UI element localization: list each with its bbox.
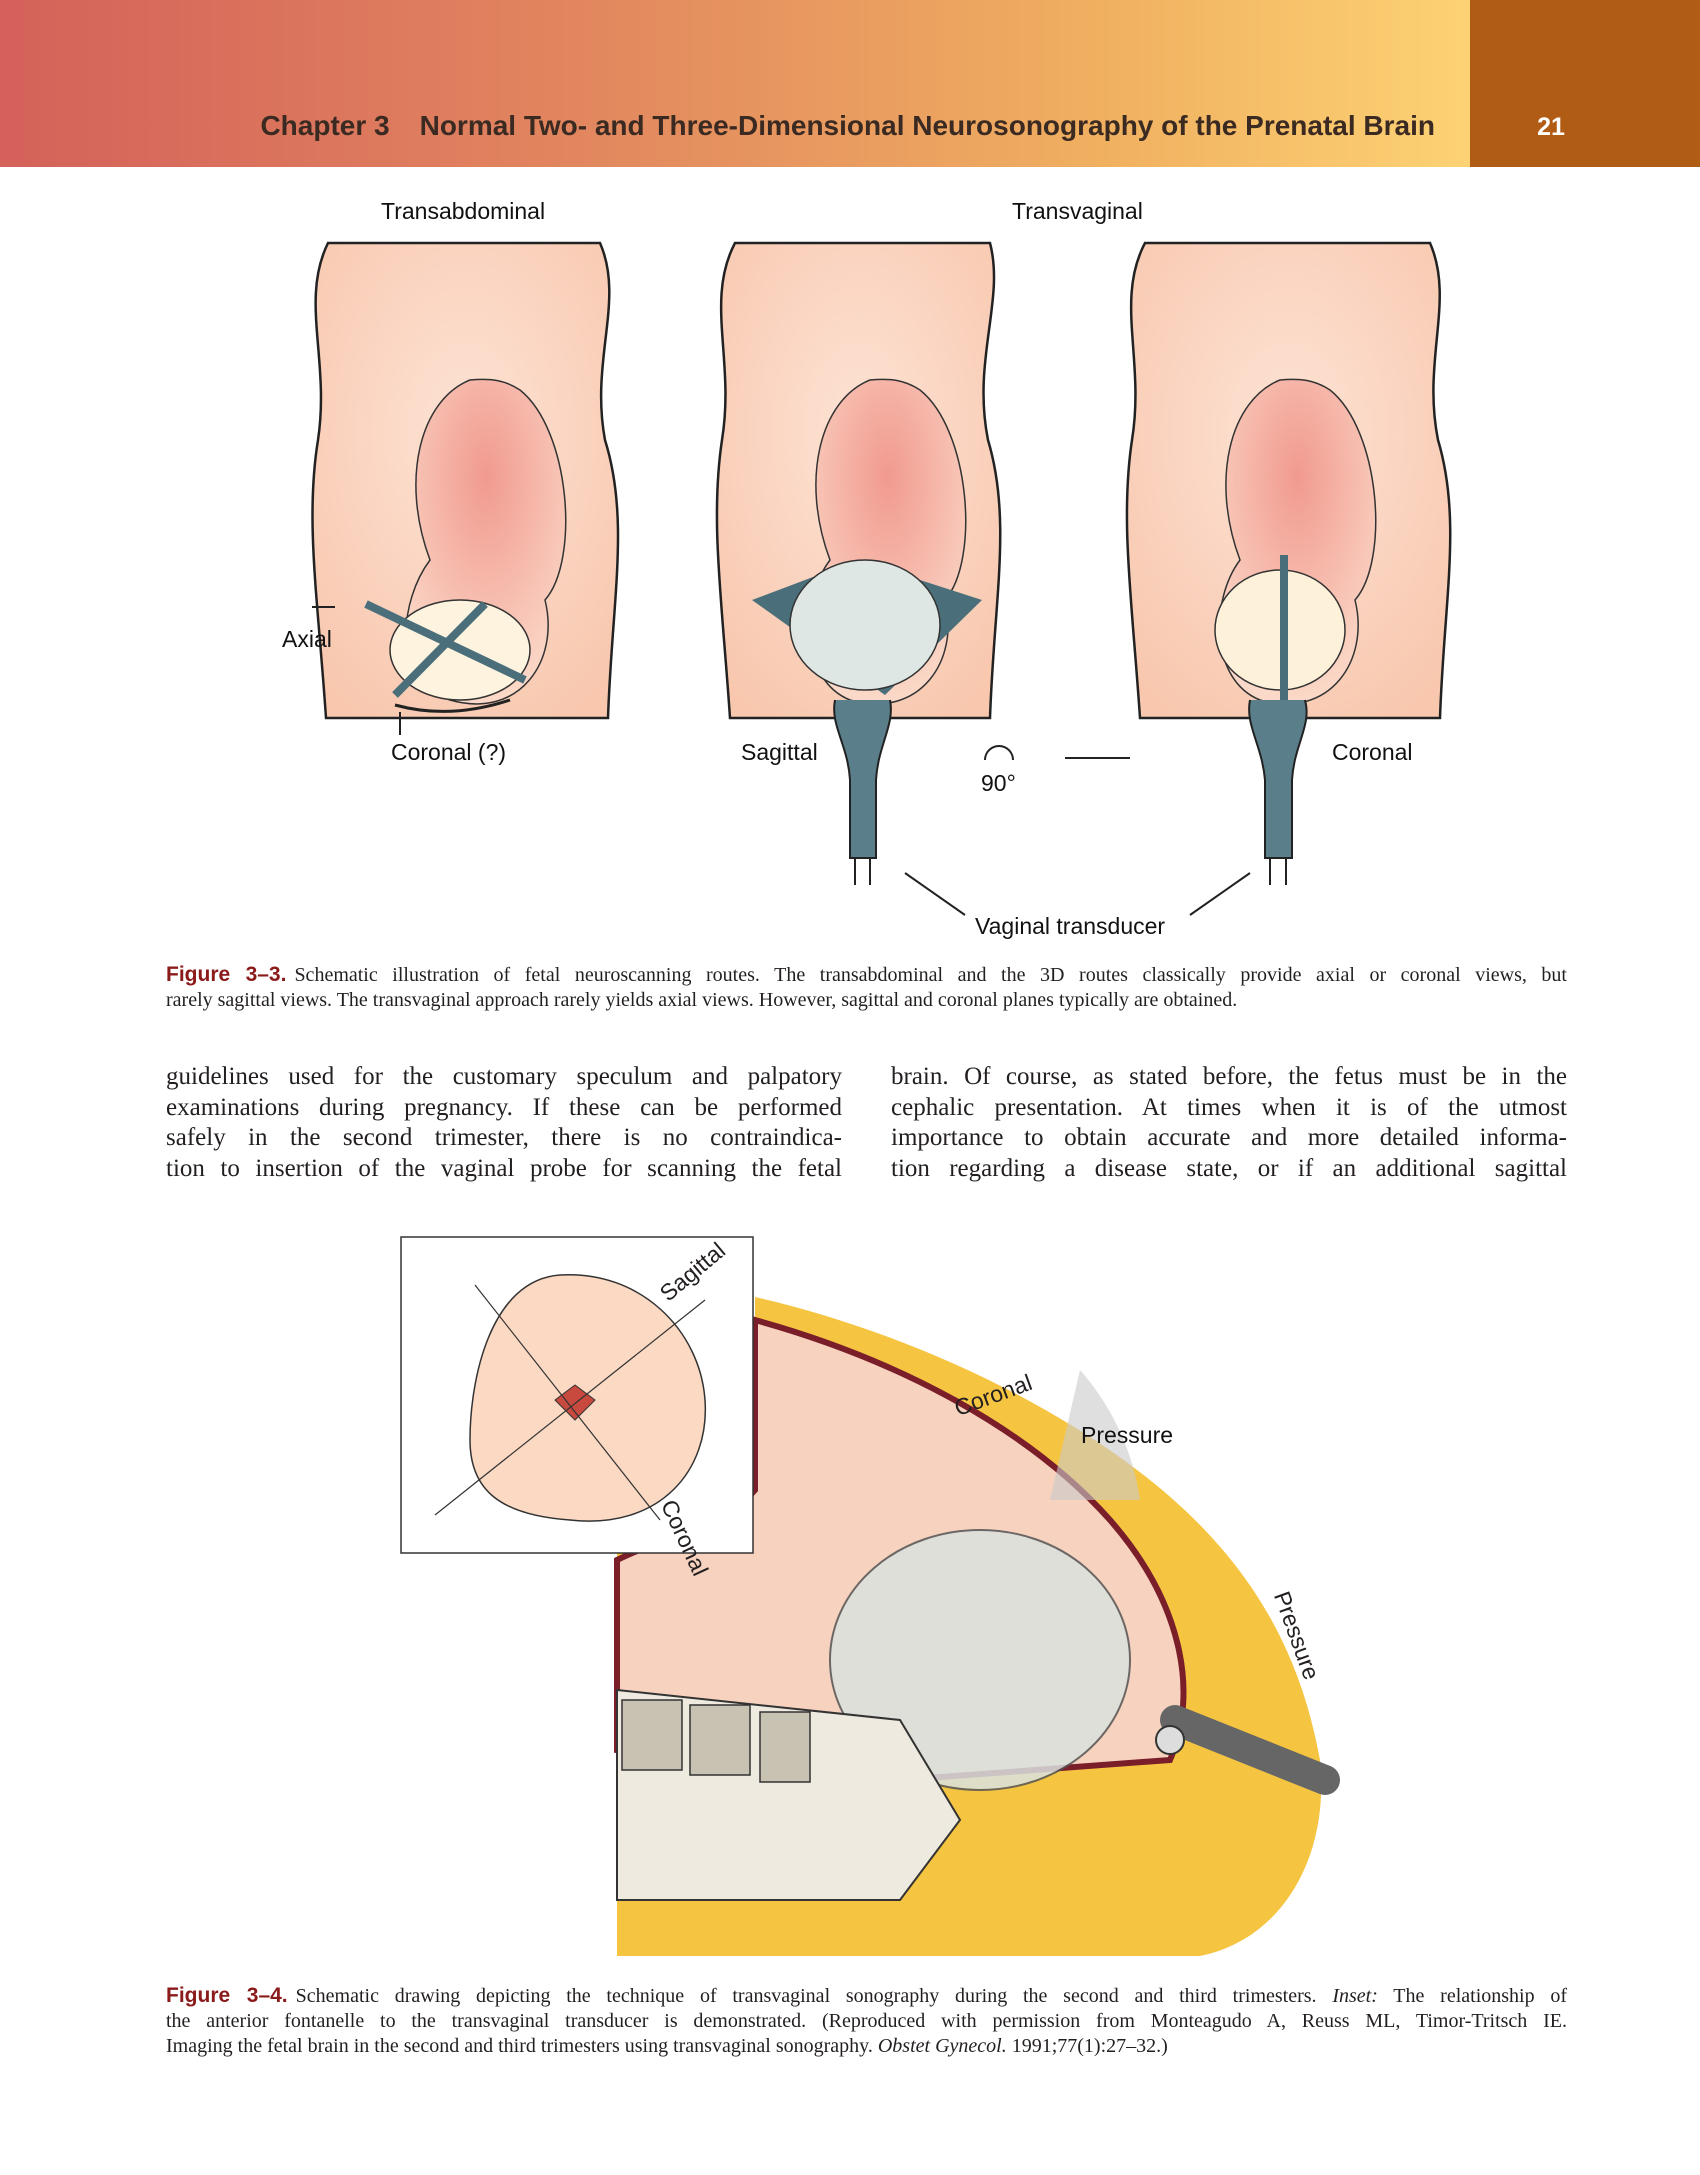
caption-journal: Obstet Gynecol. (877, 2035, 1007, 2057)
label-sagittal: Sagittal (741, 739, 818, 765)
figure-3-4-inset (400, 1236, 754, 1554)
caption-text: rarely sagittal views. The transvaginal … (166, 989, 1238, 1011)
chapter-label: Chapter 3 (260, 110, 390, 141)
page-number: 21 (1537, 113, 1565, 141)
torso-transvaginal-coronal (1125, 241, 1452, 885)
body-line: safely in the second trimester, there is… (166, 1124, 842, 1151)
label-rotation-90: 90° (981, 770, 1016, 796)
caption-text: Imaging the fetal brain in the second an… (166, 2035, 873, 2057)
caption-text: Schematic drawing depicting the techniqu… (295, 1985, 1317, 2007)
label-vaginal-transducer: Vaginal transducer (975, 913, 1166, 939)
figure-label: Figure 3–3. (166, 963, 287, 986)
label-transabdominal: Transabdominal (381, 198, 546, 224)
torso-transabdominal (311, 241, 620, 735)
label-coronal: Coronal (1332, 739, 1413, 765)
figure-label: Figure 3–4. (166, 1984, 288, 2007)
chapter-title: Normal Two- and Three-Dimensional Neuros… (419, 110, 1435, 141)
chapter-header-band (0, 0, 1470, 167)
caption-citation: 1991;77(1):27–32.) (1011, 2035, 1168, 2057)
body-column-left: guidelines used for the customary specul… (166, 1062, 842, 1184)
label-coronal-question: Coronal (?) (391, 739, 507, 765)
label-transvaginal: Transvaginal (1012, 198, 1143, 224)
body-line: tion to insertion of the vaginal probe f… (166, 1154, 842, 1182)
caption-inset-label: Inset: (1332, 1985, 1378, 2007)
caption-text: The relationship of (1393, 1985, 1568, 2007)
torso-transvaginal-sagittal (715, 241, 1130, 885)
figure-3-3-caption: Figure 3–3. Schematic illustration of fet… (166, 962, 1567, 1013)
running-header: Chapter 3 Normal Two- and Three-Dimension… (260, 110, 1435, 142)
label-axial: Axial (282, 626, 332, 652)
body-line: brain. Of course, as stated before, the … (891, 1063, 1567, 1090)
body-line: importance to obtain accurate and more d… (891, 1124, 1567, 1151)
body-line: examinations during pregnancy. If these … (166, 1093, 842, 1121)
body-line: tion regarding a disease state, or if an… (891, 1154, 1567, 1182)
figure-3-4-caption: Figure 3–4. Schematic drawing depicting t… (166, 1983, 1567, 2059)
figure-3-4-illustration (614, 1297, 1340, 1956)
transducer-pointer-arrows (904, 872, 1251, 916)
body-line: cephalic presentation. At times when it … (891, 1093, 1567, 1121)
caption-text: Schematic illustration of fetal neurosca… (294, 964, 1567, 986)
body-line: guidelines used for the customary specul… (166, 1063, 842, 1090)
label-pressure-abdominal: Pressure (1081, 1422, 1174, 1448)
page-number-block (1470, 0, 1700, 167)
body-column-right: brain. Of course, as stated before, the … (891, 1062, 1567, 1184)
caption-text: the anterior fontanelle to the transvagi… (166, 2010, 1567, 2032)
